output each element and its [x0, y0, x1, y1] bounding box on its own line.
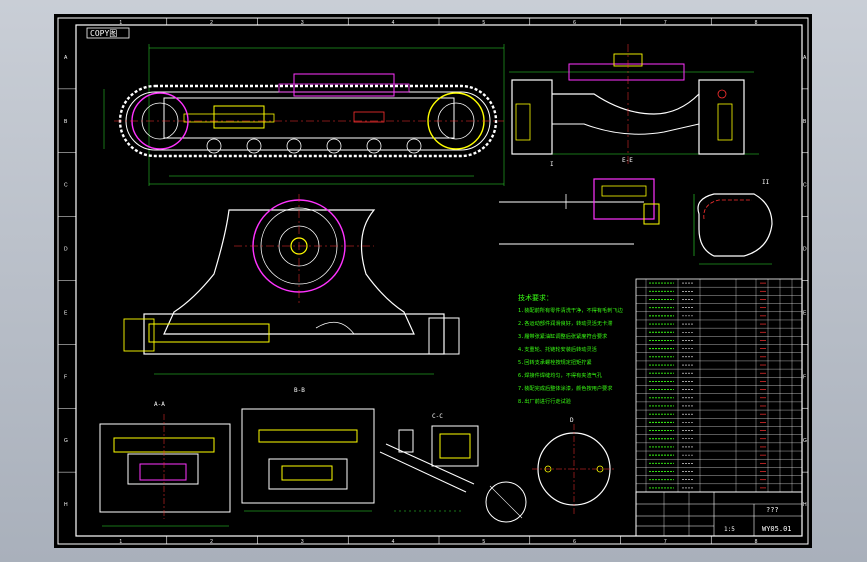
- section-label: I: [550, 161, 554, 168]
- tech-req-line: 2.各运动部件润滑良好，转动灵活无卡滞: [518, 319, 612, 327]
- grid-col-label: 5: [482, 539, 485, 545]
- grid-row-label: A: [64, 55, 68, 61]
- grid-col-label: 4: [392, 539, 395, 545]
- grid-row-label: E: [803, 310, 807, 316]
- section-b-b: [241, 408, 375, 512]
- grid-col-label: 4: [392, 20, 395, 26]
- grid-row-label: D: [64, 247, 68, 253]
- grid-row-label: E: [64, 310, 68, 316]
- tech-req-title: 技术要求：: [518, 293, 553, 302]
- title-block-name: ???: [766, 506, 779, 514]
- grid-row-label: F: [64, 374, 67, 380]
- grid-row-label: A: [803, 55, 807, 61]
- stamp-box: [86, 27, 130, 39]
- grid-col-label: 1: [119, 20, 122, 26]
- track-side-view: [103, 44, 505, 186]
- tech-req-line: 3.履带张紧油缸调整后张紧度符合要求: [518, 332, 608, 340]
- title-block: [635, 491, 803, 537]
- tech-req-line: 1.装配前所有零件清洗干净，不得有毛刺飞边: [518, 306, 624, 314]
- grid-col-label: 5: [482, 20, 485, 26]
- grid-col-label: 2: [210, 20, 213, 26]
- tech-req-line: 4.支重轮、托链轮安装后转动灵活: [518, 345, 597, 353]
- grid-row-label: F: [803, 374, 806, 380]
- tech-req-line: 5.回转支承螺栓按规定扭矩拧紧: [518, 358, 592, 366]
- section-a-a: [99, 414, 231, 527]
- outer-border: [57, 17, 809, 545]
- grid-row-label: C: [803, 183, 807, 189]
- grid-row-label: B: [64, 119, 68, 125]
- section-label: B-B: [294, 387, 305, 394]
- track-front-view: [509, 44, 759, 164]
- grid-col-label: 8: [755, 539, 758, 545]
- tech-requirements: 技术要求： 1.装配前所有零件清洗干净，不得有毛刺飞边 2.各运动部件润滑良好，转…: [518, 293, 624, 405]
- section-c-c: [379, 425, 527, 523]
- section-label: A-A: [154, 401, 165, 408]
- section-label: II: [762, 179, 770, 186]
- stamp-text: COPY图: [90, 29, 117, 38]
- grid-row-label: G: [803, 438, 807, 444]
- tech-req-line: 8.出厂前进行行走试验: [518, 397, 572, 405]
- section-label: D: [570, 417, 574, 424]
- grid-row-label: B: [803, 119, 807, 125]
- grid-row-label: H: [64, 502, 68, 508]
- detail-ii: [693, 193, 773, 265]
- grid-col-label: 1: [119, 539, 122, 545]
- section-d: [532, 424, 616, 514]
- grid-row-label: G: [64, 438, 68, 444]
- detail-i: [499, 178, 660, 245]
- bill-of-materials: [635, 278, 803, 493]
- section-label: E-E: [622, 157, 633, 164]
- plan-view: [123, 194, 460, 375]
- grid-col-label: 3: [301, 539, 304, 545]
- grid-col-label: 6: [573, 539, 576, 545]
- tech-req-line: 7.装配完成后整体涂漆，颜色按用户要求: [518, 384, 613, 392]
- grid-col-label: 8: [755, 20, 758, 26]
- grid-col-label: 6: [573, 20, 576, 26]
- grid-col-label: 2: [210, 539, 213, 545]
- grid-col-label: 3: [301, 20, 304, 26]
- grid-row-label: D: [803, 247, 807, 253]
- tech-req-line: 6.焊接件焊缝均匀，不得有夹渣气孔: [518, 371, 603, 379]
- grid-col-label: 7: [664, 539, 667, 545]
- grid-row-label: H: [803, 502, 807, 508]
- drawing-number: WY05.01: [762, 525, 792, 533]
- scale-text: 1:5: [724, 526, 735, 533]
- grid-row-label: C: [64, 183, 68, 189]
- section-label: C-C: [432, 413, 443, 420]
- grid-col-label: 7: [664, 20, 667, 26]
